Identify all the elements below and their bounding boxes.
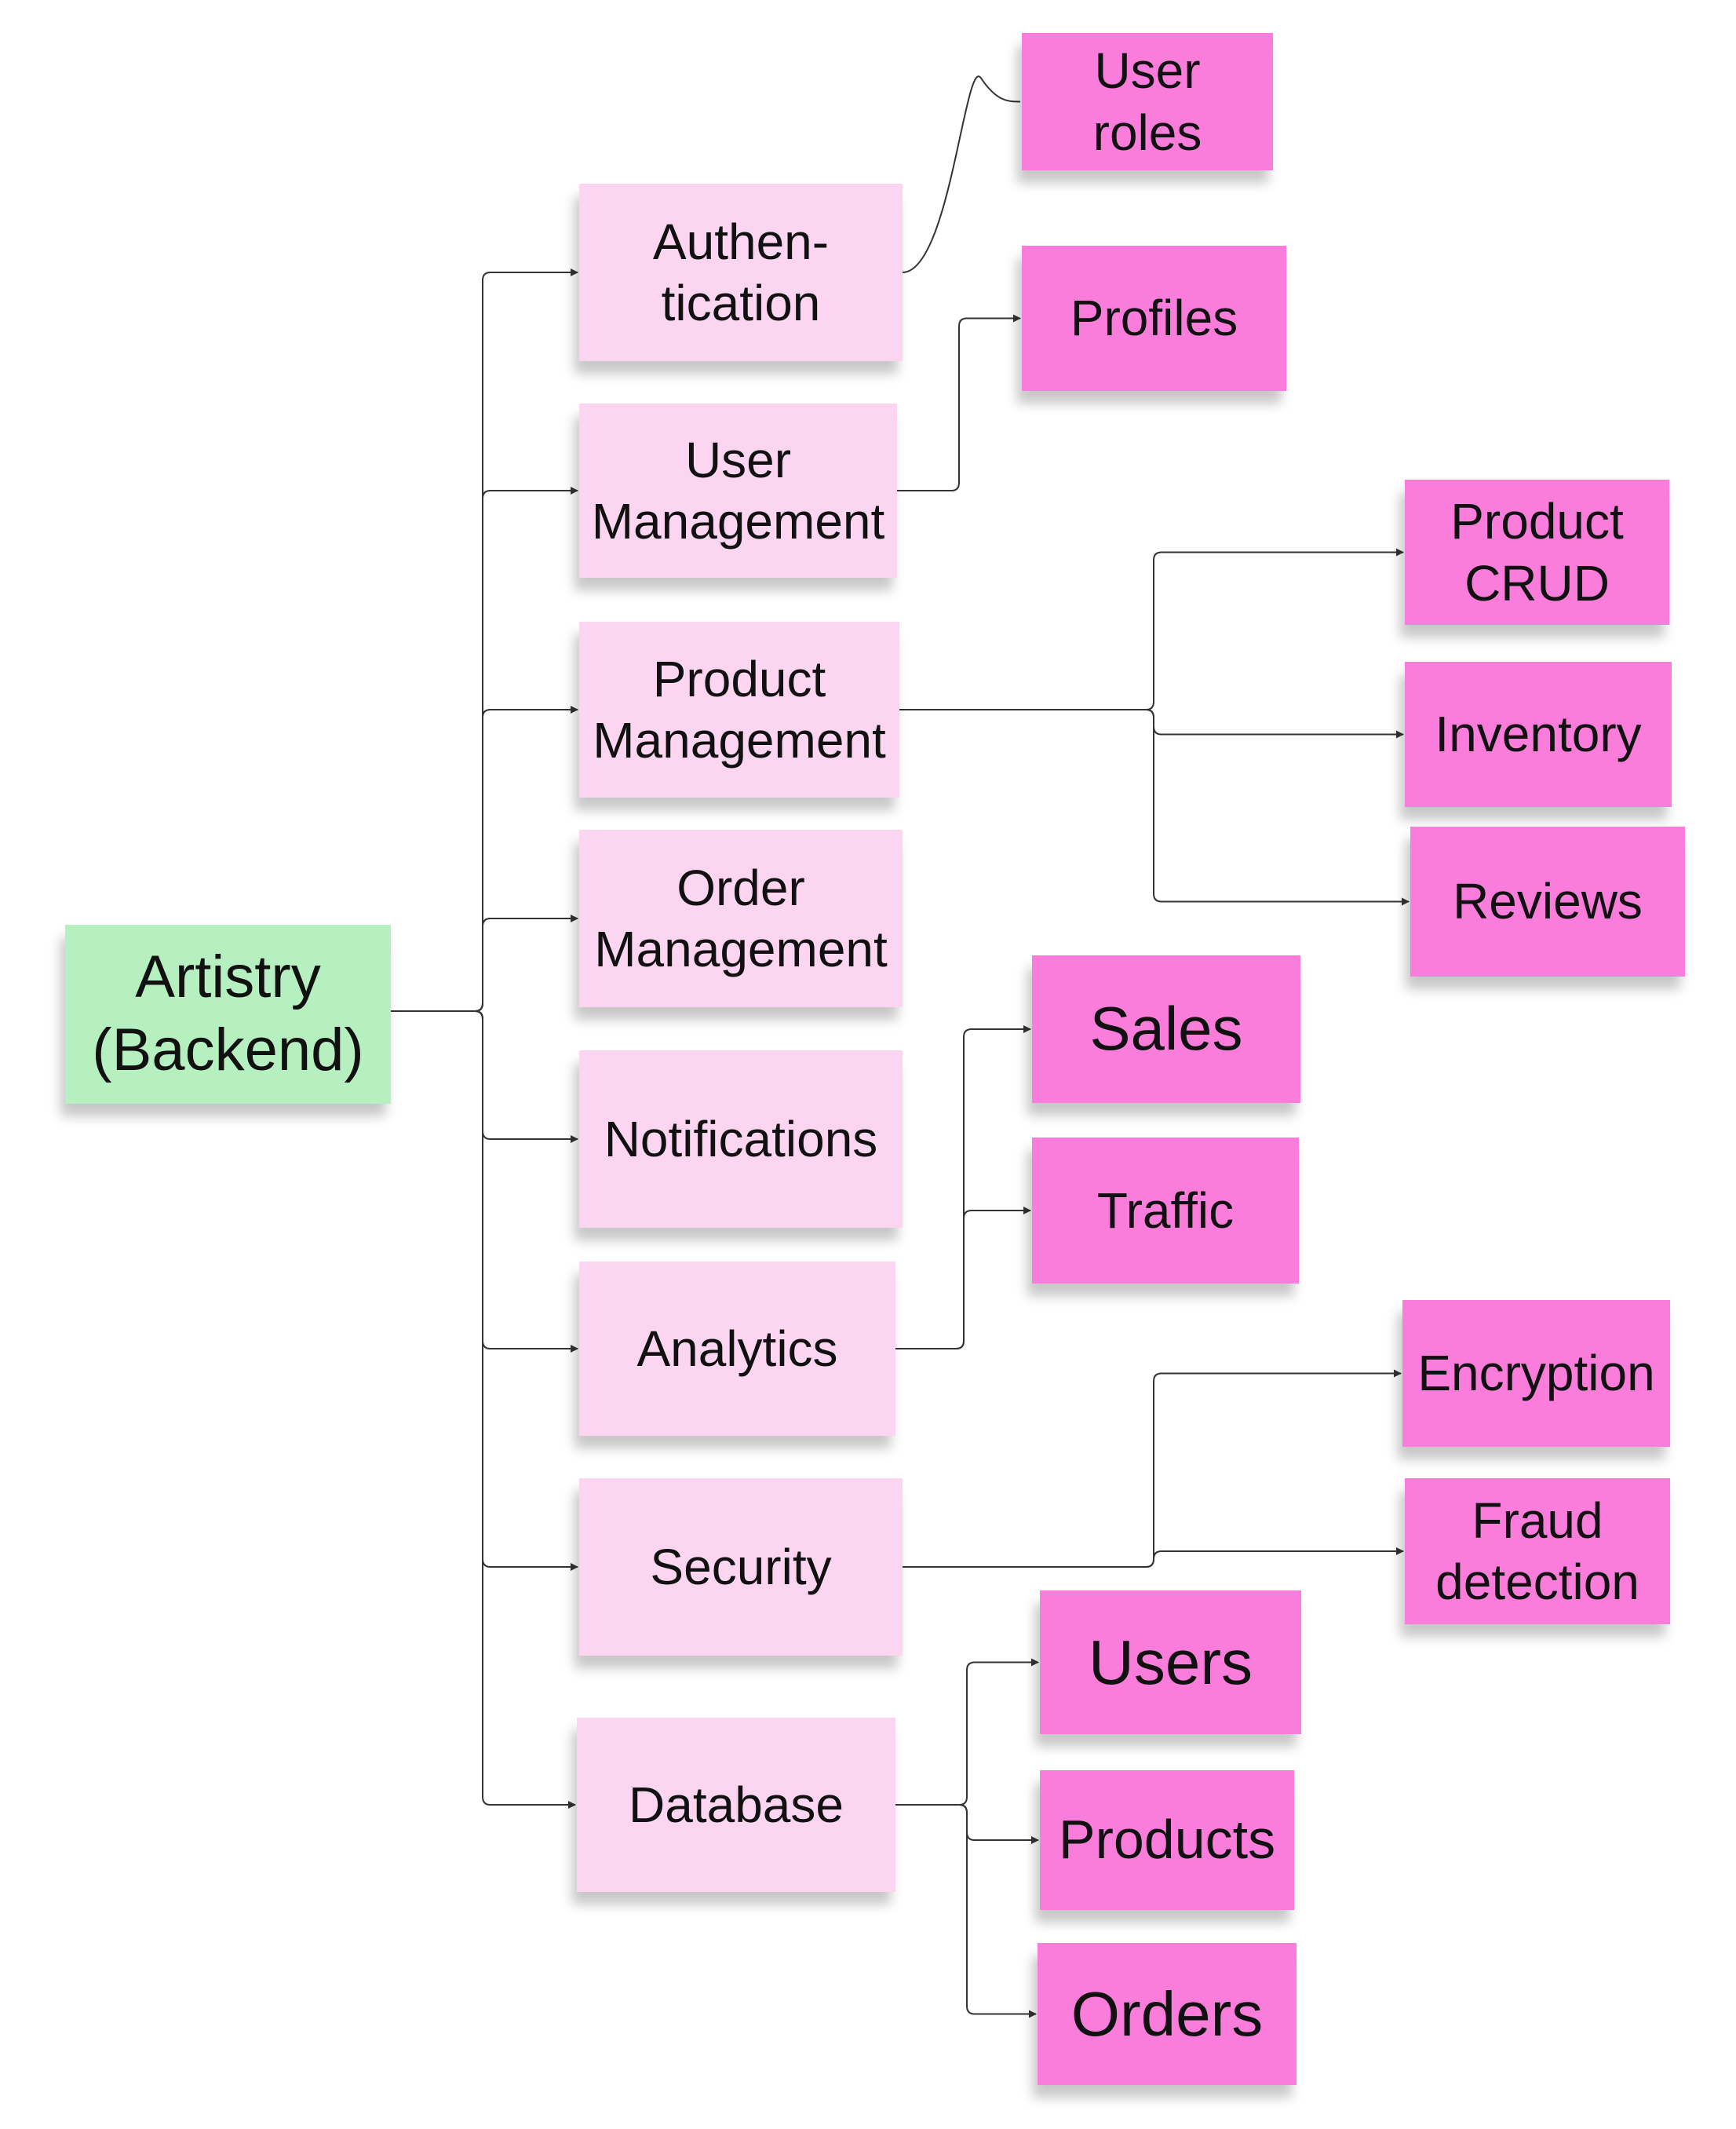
leaf-node-label: Reviews bbox=[1453, 873, 1643, 930]
connector-root-database bbox=[391, 1010, 576, 1809]
category-node-notifications[interactable]: Notifications bbox=[579, 1050, 903, 1228]
category-node-analytics[interactable]: Analytics bbox=[579, 1262, 895, 1436]
connector-product-management-product-crud bbox=[899, 548, 1404, 710]
category-node-label: Order Management bbox=[594, 859, 888, 977]
connector-security-fraud-detection bbox=[903, 1547, 1404, 1568]
leaf-node-product-crud[interactable]: Product CRUD bbox=[1405, 480, 1669, 625]
category-node-label: Database bbox=[629, 1776, 844, 1833]
category-node-product-management[interactable]: Product Management bbox=[579, 622, 899, 798]
category-node-label: Authen- tication bbox=[652, 213, 830, 331]
connector-security-encryption bbox=[903, 1369, 1402, 1568]
leaf-node-encryption[interactable]: Encryption bbox=[1402, 1300, 1670, 1447]
connector-root-security bbox=[391, 1010, 578, 1571]
connector-database-users bbox=[895, 1658, 1039, 1806]
connector-root-analytics bbox=[391, 1010, 578, 1353]
leaf-node-label: User roles bbox=[1092, 42, 1202, 161]
connector-analytics-traffic bbox=[895, 1207, 1031, 1349]
leaf-node-fraud-detection[interactable]: Fraud detection bbox=[1405, 1478, 1670, 1624]
root-node-root[interactable]: Artistry (Backend) bbox=[65, 925, 391, 1104]
leaf-node-label: Fraud detection bbox=[1435, 1492, 1639, 1610]
category-node-label: Product Management bbox=[593, 650, 886, 769]
leaf-node-label: Sales bbox=[1089, 994, 1243, 1064]
category-node-database[interactable]: Database bbox=[577, 1718, 895, 1892]
leaf-node-label: Profiles bbox=[1070, 290, 1238, 347]
connector-authentication-user-roles bbox=[902, 75, 1021, 273]
connector-root-notifications bbox=[391, 1010, 578, 1143]
leaf-node-label: Products bbox=[1058, 1809, 1276, 1871]
leaf-node-label: Users bbox=[1089, 1627, 1253, 1697]
connector-user-management-profiles bbox=[897, 314, 1021, 491]
category-node-label: Analytics bbox=[636, 1320, 838, 1377]
leaf-node-reviews[interactable]: Reviews bbox=[1410, 827, 1685, 977]
category-node-authentication[interactable]: Authen- tication bbox=[579, 184, 903, 361]
leaf-node-user-roles[interactable]: User roles bbox=[1022, 33, 1273, 170]
category-node-label: Notifications bbox=[604, 1110, 878, 1167]
connector-root-user-management bbox=[391, 487, 578, 1012]
leaf-node-label: Orders bbox=[1070, 1978, 1264, 2049]
leaf-node-sales[interactable]: Sales bbox=[1032, 955, 1300, 1103]
category-node-user-management[interactable]: User Management bbox=[579, 404, 897, 578]
category-node-security[interactable]: Security bbox=[579, 1478, 903, 1656]
connector-product-management-inventory bbox=[899, 709, 1404, 739]
leaf-node-profiles[interactable]: Profiles bbox=[1022, 246, 1286, 391]
category-node-order-management[interactable]: Order Management bbox=[579, 830, 903, 1007]
category-node-label: Security bbox=[650, 1538, 832, 1595]
leaf-node-inventory[interactable]: Inventory bbox=[1405, 662, 1672, 807]
leaf-node-traffic[interactable]: Traffic bbox=[1032, 1138, 1299, 1284]
leaf-node-label: Encryption bbox=[1417, 1345, 1655, 1402]
connector-root-order-management bbox=[391, 915, 578, 1012]
leaf-node-users[interactable]: Users bbox=[1040, 1590, 1301, 1734]
leaf-node-label: Inventory bbox=[1435, 706, 1642, 763]
leaf-node-label: Product CRUD bbox=[1450, 493, 1624, 612]
leaf-node-orders[interactable]: Orders bbox=[1038, 1943, 1297, 2085]
connector-product-management-reviews bbox=[899, 709, 1410, 906]
connector-root-authentication bbox=[391, 268, 578, 1012]
leaf-node-products[interactable]: Products bbox=[1040, 1770, 1294, 1910]
leaf-node-label: Traffic bbox=[1096, 1181, 1235, 1239]
connector-database-orders bbox=[895, 1804, 1037, 2018]
root-node-label: Artistry (Backend) bbox=[92, 944, 364, 1083]
connector-root-product-management bbox=[391, 706, 578, 1012]
category-node-label: User Management bbox=[591, 431, 885, 550]
